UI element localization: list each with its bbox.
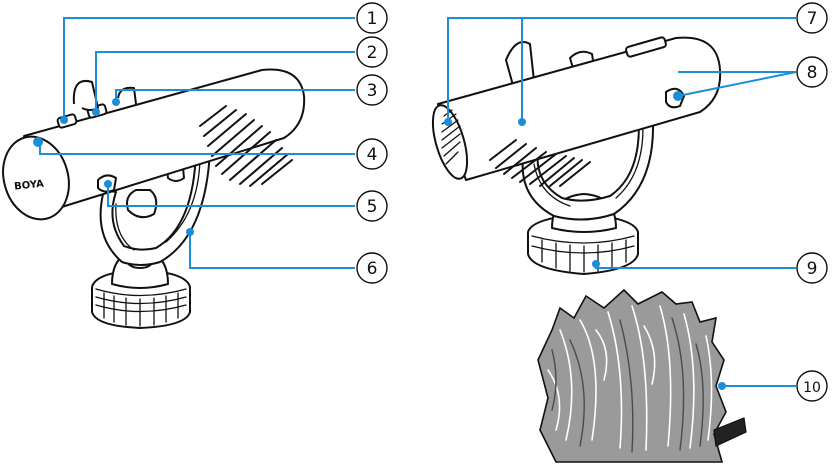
callout-5: 5 [356,190,388,222]
left-mic-body: BOYA [2,68,306,221]
callout-number: 10 [803,380,821,396]
callout-4: 4 [356,138,388,170]
left-microphone-illustration: BOYA [2,68,306,329]
callout-3: 3 [356,74,388,106]
callout-number: 6 [367,259,378,279]
right-microphone-illustration [431,36,722,275]
callout-6: 6 [356,252,388,284]
brand-logo-text: BOYA [14,179,45,193]
callout-2: 2 [356,36,388,68]
right-mic-body [431,36,722,187]
right-grille-slots [489,139,591,187]
callout-8: 8 [796,56,828,88]
leader-lines [39,17,797,390]
left-grille-slots [199,105,293,187]
callout-number: 4 [367,145,378,165]
callout-1: 1 [356,2,388,34]
callout-9: 9 [796,252,828,284]
callout-10: 10 [796,370,828,402]
callout-number: 8 [807,63,818,83]
callout-number: 3 [367,81,378,101]
callout-7: 7 [796,2,828,34]
callout-number: 7 [807,9,818,29]
callout-number: 2 [367,43,378,63]
furry-windscreen-illustration [537,288,747,463]
callout-number: 1 [367,9,378,29]
callout-number: 9 [807,259,818,279]
callout-number: 5 [367,197,378,217]
